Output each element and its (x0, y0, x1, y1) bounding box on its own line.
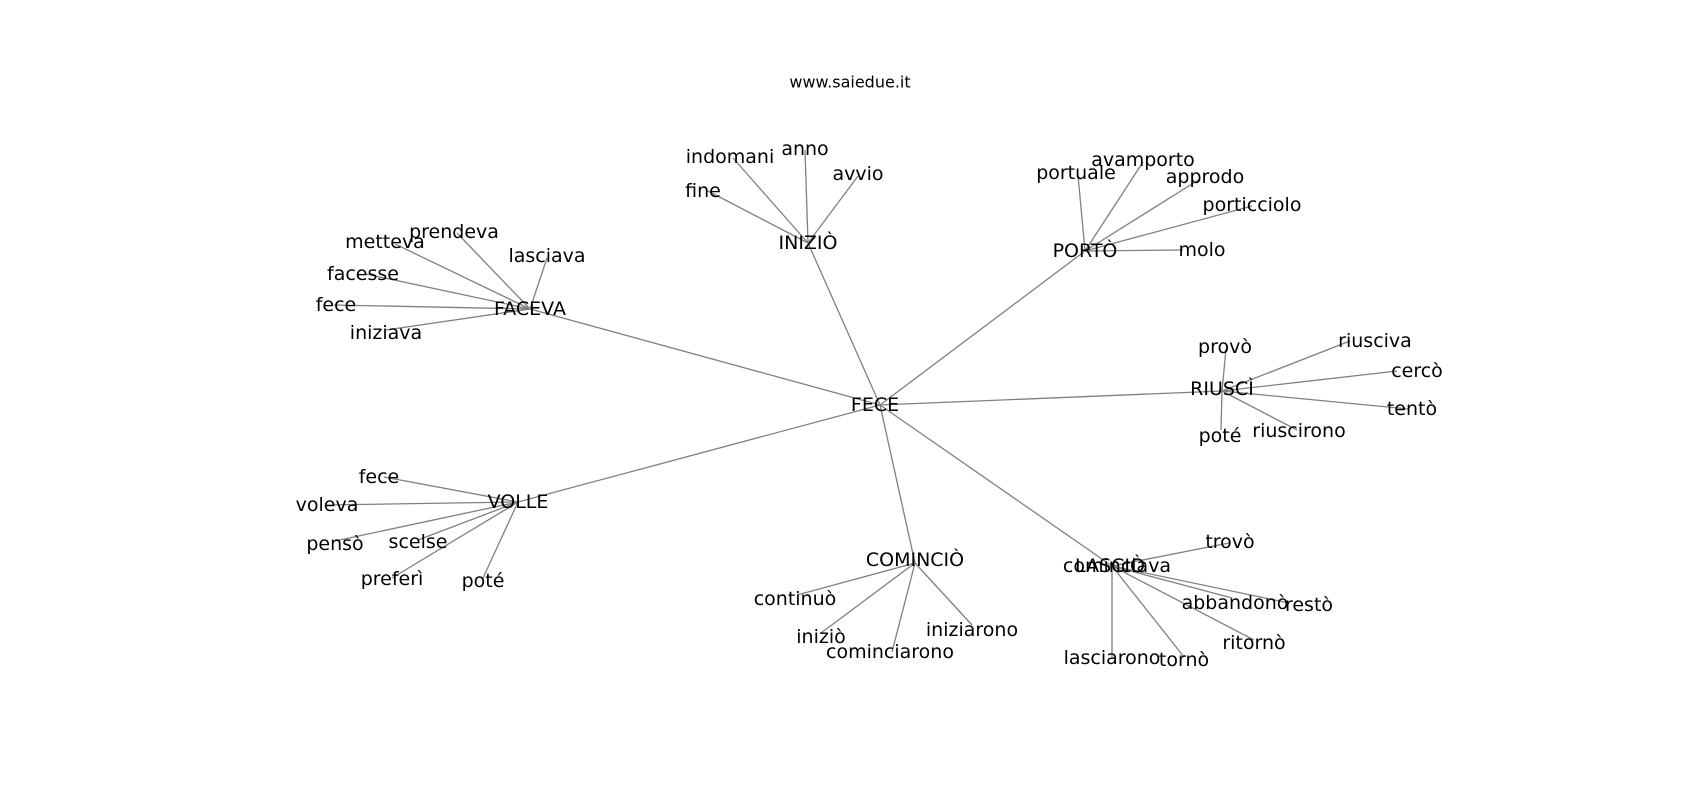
node-leaf-lascio-torno: tornò (1159, 649, 1209, 671)
node-cluster-riusci: RIUSCÌ (1190, 377, 1254, 400)
edge-volle-penso (334, 501, 519, 542)
edge-root-porto (879, 250, 1086, 406)
edge-root-faceva (529, 308, 881, 406)
edge-faceva-metteva (394, 243, 531, 310)
node-cluster-volle: VOLLE (488, 491, 549, 513)
edge-lascio-ritorno (1111, 565, 1255, 641)
node-leaf-riusci-cerco: cercò (1391, 360, 1443, 382)
node-leaf-porto-molo: molo (1178, 239, 1225, 261)
node-leaf-faceva-metteva: metteva (345, 231, 425, 253)
node-leaf-faceva-fece: fece (316, 294, 357, 316)
node-leaf-comincio-inizio: iniziò (796, 626, 845, 648)
edge-faceva-iniziava (385, 308, 531, 331)
edge-faceva-fece (333, 304, 531, 310)
edge-lascio-abbandono (1111, 565, 1233, 599)
node-cluster-comincio: COMINCIÒ (866, 547, 964, 571)
edge-riusci-cerco (1221, 370, 1398, 392)
edge-faceva-facesse (365, 273, 531, 310)
node-root-fece: FECE (851, 394, 899, 416)
edge-volle-scelse (417, 501, 519, 541)
edge-root-lascio (879, 404, 1113, 567)
node-cluster-inizio: INIZIÒ (779, 230, 838, 254)
node-leaf-lascio-resto: restò (1285, 594, 1333, 616)
edge-comincio-continuo (796, 562, 916, 596)
chart-title: www.saiedue.it (789, 73, 910, 92)
node-leaf-inizio-indomani: indomani (686, 146, 774, 168)
node-leaf-inizio-avvio: avvio (832, 163, 883, 185)
node-leaf-faceva-lasciava: lasciava (508, 245, 585, 267)
node-leaf-lascio-ritorno: ritornò (1222, 632, 1285, 654)
node-cluster-lascio: LASCIÒ (1075, 553, 1145, 577)
node-leaf-lascio-lasciarono: lasciarono (1064, 647, 1161, 669)
edge-porto-portuale (1077, 174, 1086, 252)
edge-lascio-resto (1111, 565, 1290, 604)
node-leaf-volle-preferi: preferì (361, 568, 424, 590)
edge-riusci-riusciva (1221, 340, 1351, 392)
node-leaf-porto-avamporto: avamporto (1091, 149, 1195, 171)
node-leaf-comincio-iniziarono: iniziarono (926, 619, 1018, 641)
edge-volle-voleva (326, 501, 519, 506)
edge-comincio-inizio (820, 562, 916, 634)
node-leaf-lascio-cominciava: cominciava (1063, 555, 1171, 577)
edge-lascio-torno (1111, 565, 1185, 658)
edges-layer (326, 149, 1409, 658)
edge-root-volle (517, 404, 881, 503)
node-leaf-inizio-anno: anno (781, 138, 828, 160)
node-cluster-porto: PORTÒ (1053, 238, 1118, 262)
edge-volle-preferi (391, 501, 519, 579)
node-leaf-volle-penso: pensò (306, 533, 363, 555)
node-leaf-volle-scelse: scelse (389, 531, 448, 553)
node-leaf-faceva-facesse: facesse (327, 263, 399, 285)
edge-porto-approdo (1084, 178, 1201, 252)
node-leaf-riusci-tento: tentò (1387, 398, 1437, 420)
node-leaf-volle-pote: poté (462, 570, 505, 592)
edge-porto-porticciolo (1084, 205, 1253, 252)
edge-porto-avamporto (1084, 161, 1144, 252)
node-leaf-comincio-cominciarono: cominciarono (826, 641, 954, 663)
edge-riusci-riuscirono (1221, 390, 1298, 431)
edge-riusci-tento (1221, 390, 1409, 410)
node-leaf-volle-voleva: voleva (296, 494, 359, 516)
edge-comincio-cominciarono (891, 562, 916, 653)
edge-inizio-avvio (807, 175, 859, 244)
edge-inizio-fine (705, 189, 809, 244)
node-leaf-lascio-abbandono: abbandonò (1182, 592, 1289, 614)
edge-volle-fece (383, 476, 519, 503)
node-cluster-faceva: FACEVA (494, 298, 566, 320)
edge-riusci-pote (1220, 390, 1223, 431)
edge-comincio-iniziarono (914, 562, 973, 626)
node-leaf-porto-porticciolo: porticciolo (1203, 194, 1302, 216)
node-leaf-volle-fece: fece (359, 466, 400, 488)
node-leaf-porto-portuale: portuale (1036, 162, 1116, 184)
edge-faceva-prendeva (456, 232, 531, 310)
edge-lascio-trovo (1111, 542, 1230, 567)
node-leaf-lascio-trovo: trovò (1205, 531, 1254, 553)
edge-root-riusci (879, 390, 1223, 406)
edge-faceva-lasciava (529, 257, 548, 310)
node-leaf-inizio-fine: fine (685, 180, 721, 202)
node-leaf-porto-approdo: approdo (1166, 166, 1244, 188)
edge-root-inizio (807, 242, 881, 406)
edge-riusci-provo (1221, 348, 1227, 392)
edge-porto-molo (1084, 249, 1184, 252)
node-leaf-riusci-riusciva: riusciva (1338, 330, 1412, 352)
node-leaf-faceva-iniziava: iniziava (350, 322, 422, 344)
node-leaf-riusci-riuscirono: riuscirono (1252, 420, 1345, 442)
edge-inizio-anno (804, 149, 809, 244)
node-leaf-comincio-continuo: continuò (754, 588, 837, 610)
node-leaf-faceva-prendeva: prendeva (409, 221, 499, 243)
edge-inizio-indomani (732, 157, 809, 244)
node-leaf-riusci-pote: poté (1199, 425, 1242, 447)
node-leaf-riusci-provo: provò (1198, 336, 1252, 358)
edge-root-comincio (879, 404, 916, 564)
edge-volle-pote (482, 501, 519, 579)
